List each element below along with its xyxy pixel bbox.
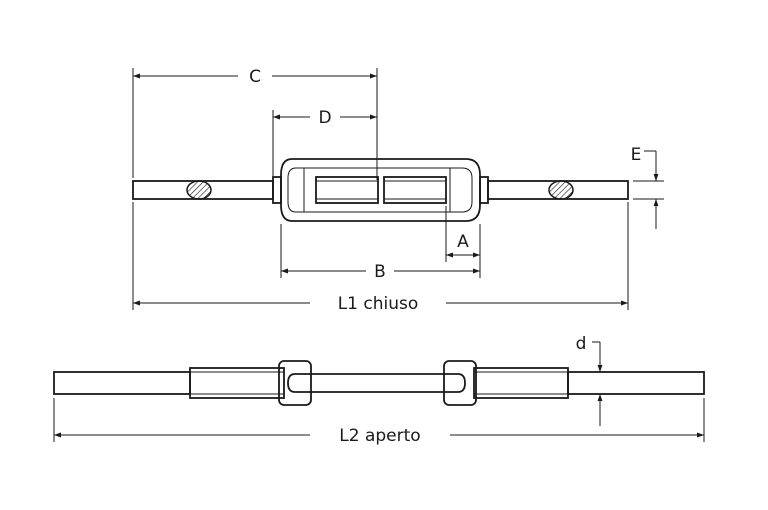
closed-turnbuckle-view: C D E A B L1 chiuso (132, 67, 664, 314)
dimension-d-lower-label: d (576, 334, 587, 354)
left-window (315, 176, 379, 204)
turnbuckle-body-inner (287, 167, 473, 213)
dimension-a-label: A (457, 232, 469, 252)
right-neck (479, 176, 489, 204)
right-window (383, 176, 447, 204)
left-neck (272, 176, 282, 204)
dimension-c-label: C (249, 67, 261, 87)
left-rod-section (186, 180, 212, 200)
dimension-l2-label: L2 aperto (339, 426, 420, 446)
open-frame (287, 373, 466, 393)
open-turnbuckle-view: d L2 aperto (53, 334, 705, 446)
turnbuckle-body-outer (280, 158, 481, 222)
right-rod-section (548, 180, 574, 200)
dimension-d-upper-label: D (318, 108, 331, 128)
dimension-e-label: E (631, 145, 642, 165)
open-left-thread (189, 367, 285, 399)
dimension-l1-label: L1 chiuso (338, 294, 419, 314)
open-left-block (278, 360, 312, 406)
dimension-b-label: B (374, 262, 386, 282)
open-right-rod (567, 371, 705, 395)
open-left-rod (53, 371, 191, 395)
open-right-block (443, 360, 477, 406)
